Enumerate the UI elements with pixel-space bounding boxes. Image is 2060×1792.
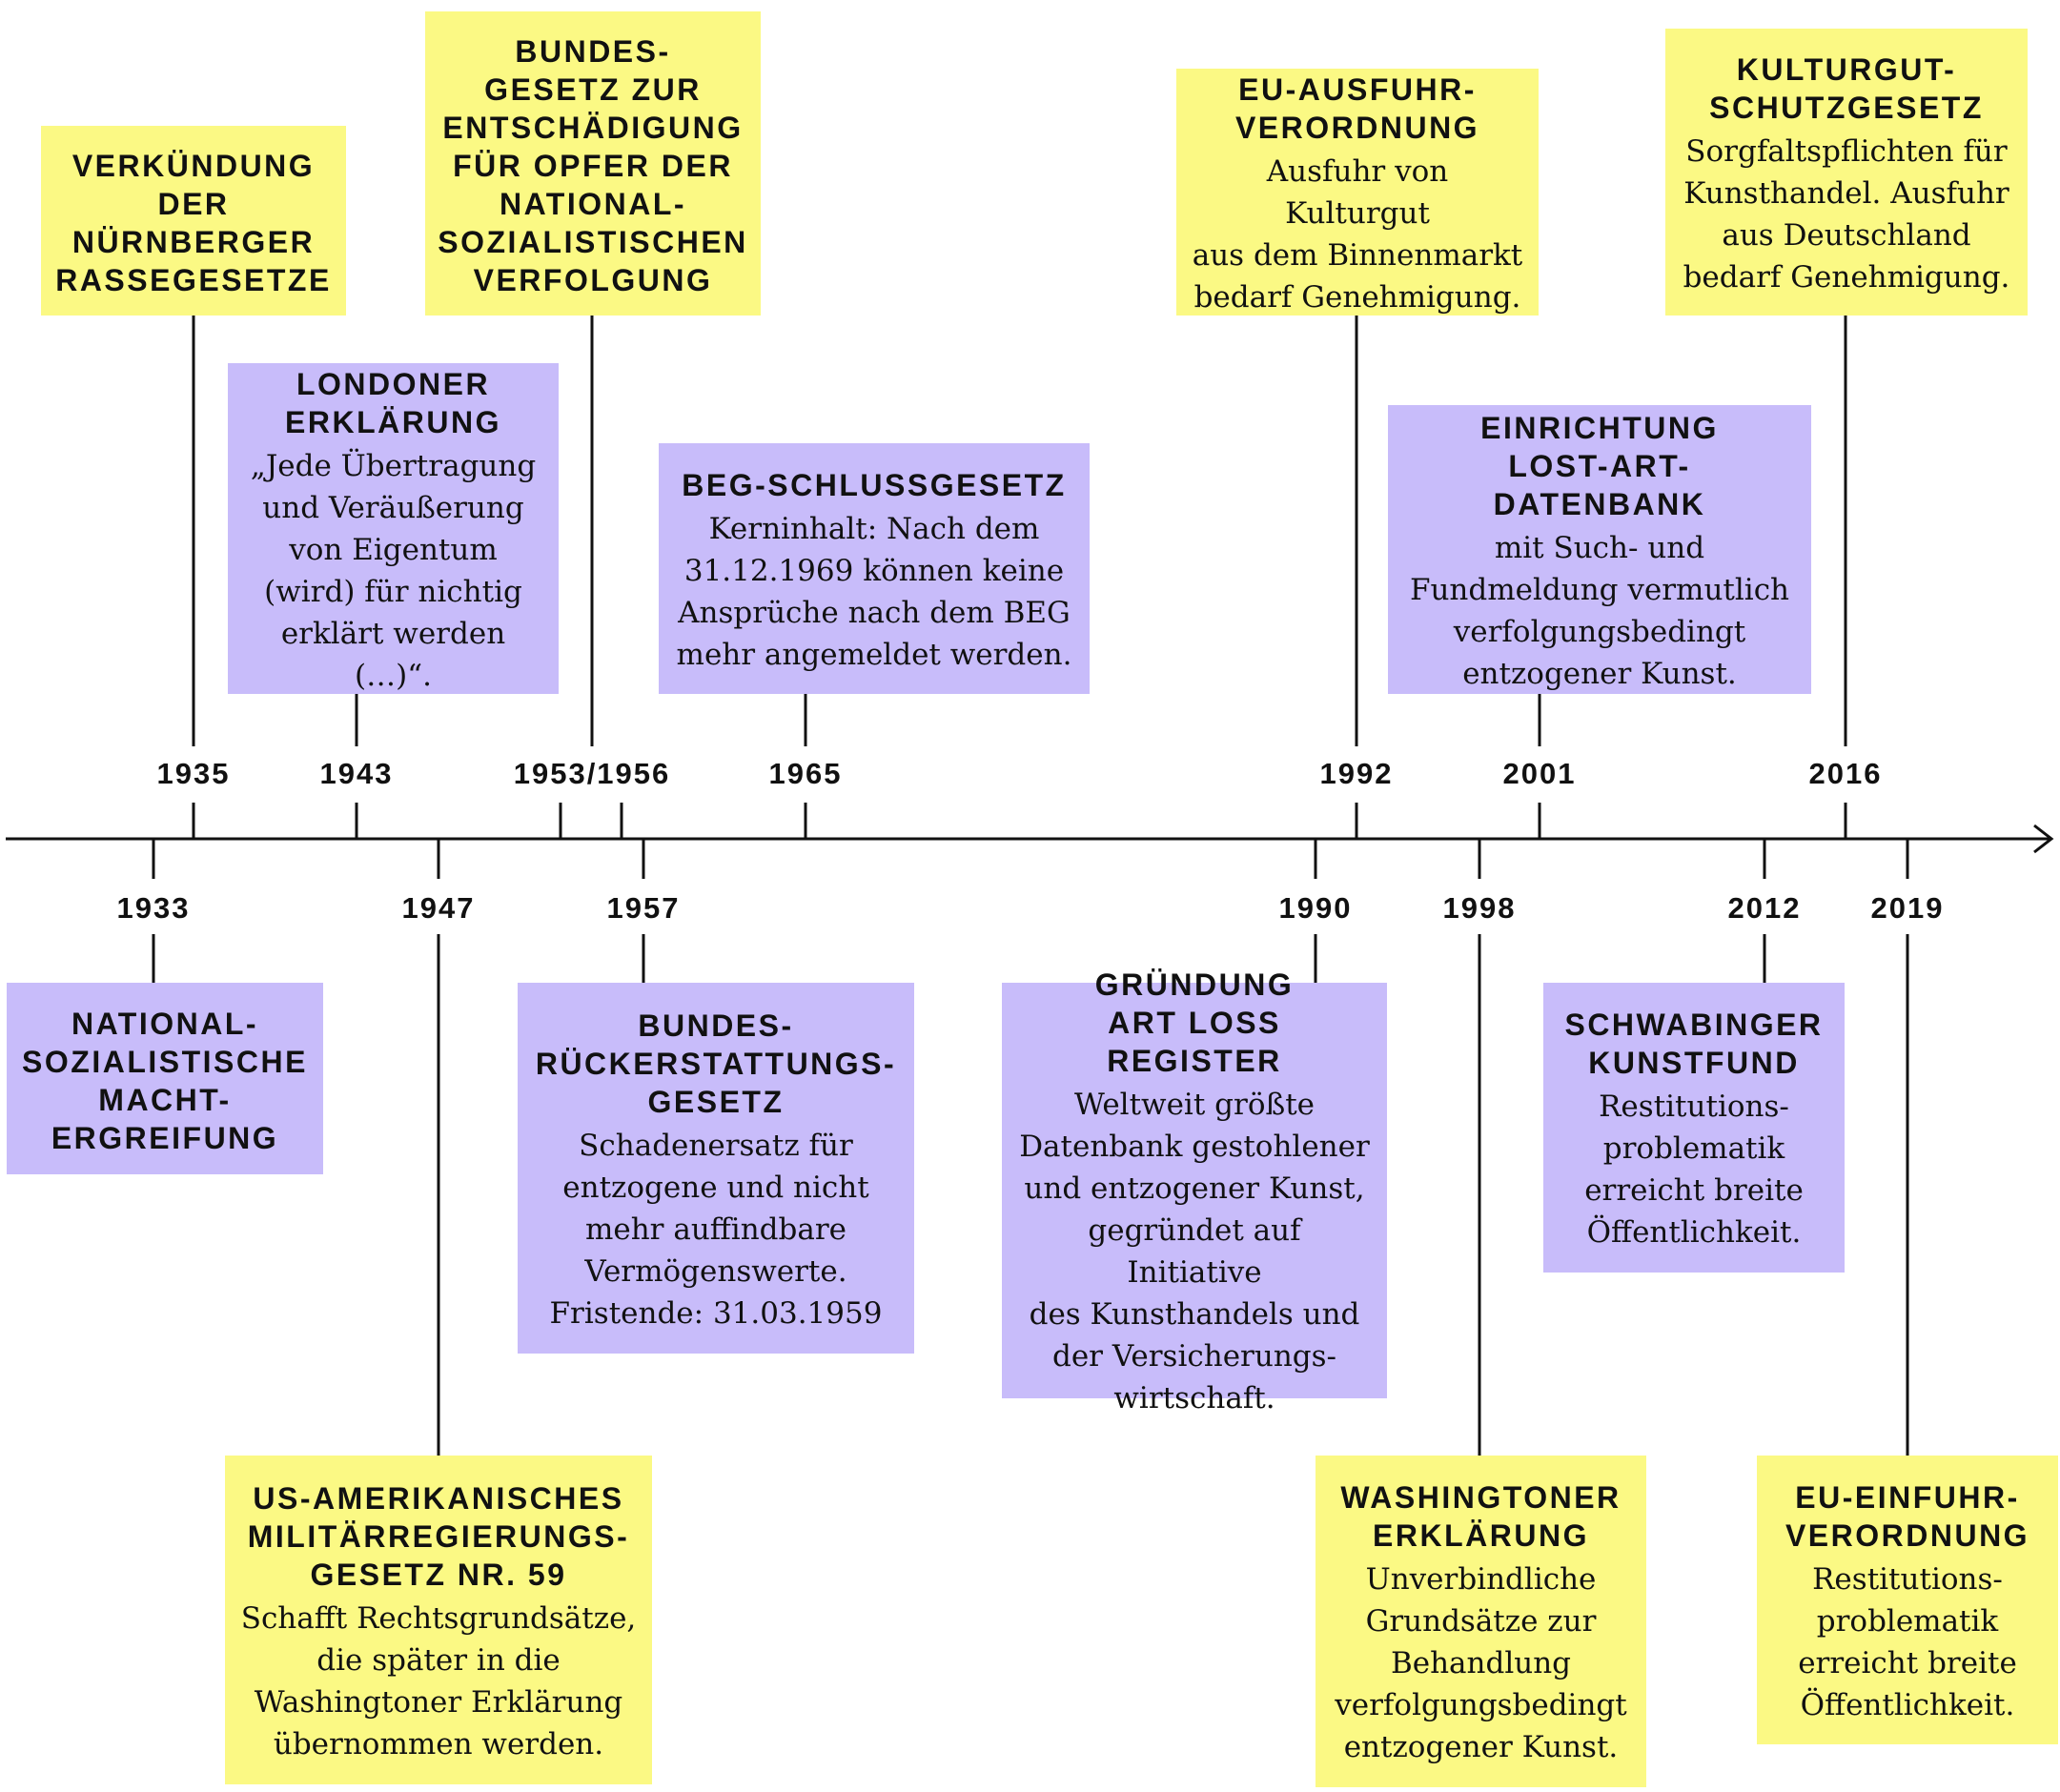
year-label-1990: 1990 [1278,891,1353,925]
event-box-1943: LONDONER ERKLÄRUNG „Jede Übertragung und… [228,363,559,694]
event-description: Kerninhalt: Nach dem 31.12.1969 können k… [676,511,1072,672]
event-description: Restitutions- problematik erreicht breit… [1798,1561,2017,1722]
event-description: Unverbindliche Grundsätze zur Behandlung… [1335,1562,1627,1764]
event-description: Restitutions- problematik erreicht breit… [1584,1089,1804,1250]
event-description: Schadenersatz für entzogene und nicht me… [549,1128,883,1331]
event-title: KULTURGUT- SCHUTZGESETZ [1709,51,1984,125]
event-box-1947: US-AMERIKANISCHES MILITÄRREGIERUNGS- GES… [225,1456,652,1784]
year-label-1953-1956: 1953/1956 [513,757,671,790]
year-label-2016: 2016 [1808,757,1883,790]
event-box-1935: VERKÜNDUNG DER NÜRNBERGER RASSEGESETZE [41,126,346,316]
timeline-arrowhead [2033,824,2054,854]
event-title: BUNDES- GESETZ ZUR ENTSCHÄDIGUNG FÜR OPF… [438,33,748,297]
year-label-1935: 1935 [156,757,231,790]
event-title: EINRICHTUNG LOST-ART-DATENBANK [1480,410,1719,521]
year-label-1947: 1947 [401,891,476,925]
event-box-1933: NATIONAL- SOZIALISTISCHE MACHT- ERGREIFU… [7,983,323,1174]
event-title: EU-AUSFUHR- VERORDNUNG [1234,71,1480,145]
event-box-1957: BUNDES- RÜCKERSTATTUNGS- GESETZ Schadene… [518,983,914,1354]
event-title: NATIONAL- SOZIALISTISCHE MACHT- ERGREIFU… [22,1006,308,1155]
event-title: GRÜNDUNG ART LOSS REGISTER [1094,967,1295,1078]
event-box-1990: GRÜNDUNG ART LOSS REGISTER Weltweit größ… [1002,967,1387,1415]
event-title: US-AMERIKANISCHES MILITÄRREGIERUNGS- GES… [247,1480,630,1592]
event-title: BUNDES- RÜCKERSTATTUNGS- GESETZ [535,1008,897,1119]
event-title: EU-EINFUHR- VERORDNUNG [1785,1479,2030,1553]
event-box-1998: WASHINGTONER ERKLÄRUNG Unverbindliche Gr… [1316,1456,1646,1787]
year-label-1943: 1943 [319,757,394,790]
year-label-1992: 1992 [1319,757,1394,790]
event-title: WASHINGTONER ERKLÄRUNG [1340,1480,1621,1553]
event-title: VERKÜNDUNG DER NÜRNBERGER RASSEGESETZE [55,148,332,297]
event-box-2001: EINRICHTUNG LOST-ART-DATENBANK mit Such-… [1388,405,1811,694]
year-label-1965: 1965 [768,757,843,790]
event-description: Sorgfaltspflichten für Kunsthandel. Ausf… [1683,133,2010,295]
event-title: SCHWABINGER KUNSTFUND [1564,1008,1824,1080]
event-box-1953-1956: BUNDES- GESETZ ZUR ENTSCHÄDIGUNG FÜR OPF… [425,11,761,316]
year-label-2012: 2012 [1727,891,1802,925]
event-box-2019: EU-EINFUHR- VERORDNUNG Restitutions- pro… [1757,1456,2058,1744]
year-label-1933: 1933 [116,891,191,925]
event-title: BEG-SCHLUSSGESETZ [682,467,1067,502]
event-description: Ausfuhr von Kulturgut aus dem Binnenmark… [1192,153,1523,315]
year-label-1998: 1998 [1442,891,1517,925]
year-label-2019: 2019 [1870,891,1945,925]
year-label-1957: 1957 [606,891,681,925]
event-description: Weltweit größte Datenbank gestohlener un… [1019,1088,1370,1415]
event-title: LONDONER ERKLÄRUNG [285,366,501,439]
event-description: Schafft Rechtsgrundsätze, die später in … [240,1600,637,1761]
year-label-2001: 2001 [1502,757,1577,790]
event-box-2016: KULTURGUT- SCHUTZGESETZ Sorgfaltspflicht… [1665,29,2028,316]
event-box-1992: EU-AUSFUHR- VERORDNUNG Ausfuhr von Kultu… [1176,69,1539,316]
event-box-2012: SCHWABINGER KUNSTFUND Restitutions- prob… [1543,983,1845,1273]
event-description: „Jede Übertragung und Veräußerung von Ei… [250,448,537,693]
event-description: mit Such- und Fundmeldung vermutlich ver… [1409,530,1790,691]
event-box-1965: BEG-SCHLUSSGESETZ Kerninhalt: Nach dem 3… [659,443,1090,694]
